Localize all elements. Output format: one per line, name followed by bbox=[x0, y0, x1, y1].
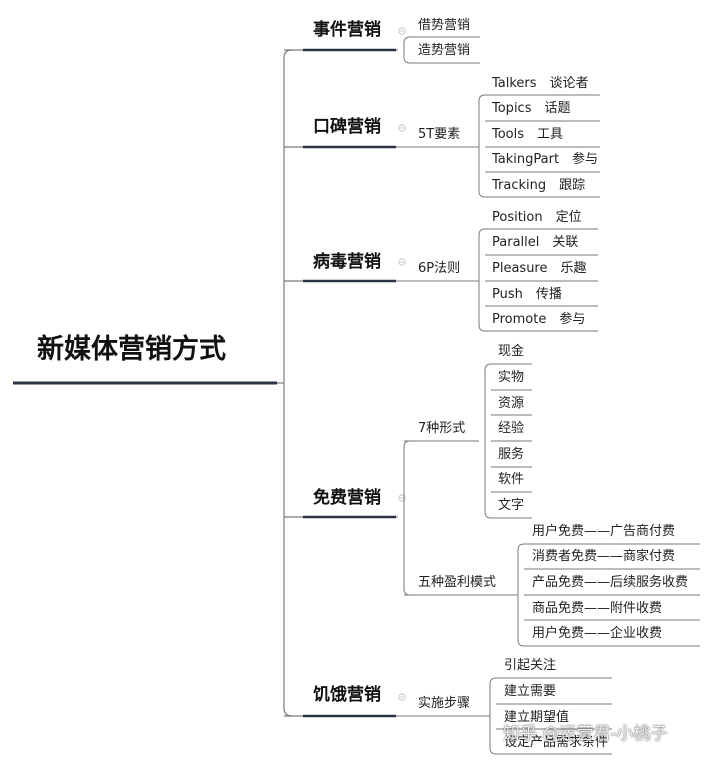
leaf-profit-1: 用户免费——广告商付费 bbox=[532, 524, 676, 539]
branch-title-hunger-marketing: 饥饿营销 bbox=[313, 685, 381, 705]
leaf-5t-1: Talkers 谈论者 bbox=[492, 76, 589, 91]
leaf-form-1: 现金 bbox=[498, 344, 525, 359]
leaf-step-1: 引起关注 bbox=[504, 658, 557, 673]
branch-title-event-marketing: 事件营销 bbox=[313, 20, 381, 40]
branch-title-free-marketing: 免费营销 bbox=[313, 488, 381, 508]
branch-title-viral-marketing: 病毒营销 bbox=[313, 252, 381, 272]
leaf-6p-5: Promote 参与 bbox=[492, 312, 586, 327]
5t-bracket-bottom bbox=[478, 190, 486, 198]
event-bracket-top bbox=[403, 36, 411, 44]
leaf-6p-2: Parallel 关联 bbox=[492, 235, 579, 250]
steps-bracket-bottom bbox=[489, 747, 497, 755]
leaf-5t-3: Tools 工具 bbox=[492, 127, 564, 142]
watermark: 知乎 @运营君-小桃子 bbox=[503, 724, 668, 744]
sub-label-5t: 5T要素 bbox=[418, 127, 461, 142]
free-bracket-bottom bbox=[403, 588, 411, 596]
leaf-form-5: 服务 bbox=[498, 447, 525, 462]
5t-bracket-top bbox=[478, 94, 486, 102]
trunk-top bbox=[283, 49, 293, 59]
sub-label-profit-models: 五种盈利模式 bbox=[418, 575, 497, 590]
leaf-6p-4: Push 传播 bbox=[492, 287, 562, 302]
leaf-form-2: 实物 bbox=[498, 370, 525, 385]
leaf-form-3: 资源 bbox=[498, 396, 525, 411]
leaf-6p-3: Pleasure 乐趣 bbox=[492, 261, 587, 276]
leaf-step-2: 建立需要 bbox=[504, 684, 557, 699]
6p-bracket-bottom bbox=[478, 324, 486, 332]
event-bracket-bottom bbox=[403, 56, 411, 64]
sub-label-7-forms: 7种形式 bbox=[418, 421, 466, 436]
forms-bracket-bottom bbox=[484, 511, 492, 519]
leaf-6p-1: Position 定位 bbox=[492, 210, 582, 225]
leaf-profit-5: 用户免费——企业收费 bbox=[532, 626, 663, 641]
leaf-form-4: 经验 bbox=[498, 421, 525, 436]
root-title: 新媒体营销方式 bbox=[37, 334, 226, 365]
leaf-event-2: 造势营销 bbox=[418, 43, 471, 58]
forms-bracket-top bbox=[484, 363, 492, 371]
free-bracket-top bbox=[403, 440, 411, 448]
leaf-profit-4: 商品免费——附件收费 bbox=[532, 601, 663, 616]
leaf-5t-2: Topics 话题 bbox=[492, 101, 571, 116]
6p-bracket-top bbox=[478, 228, 486, 236]
sub-label-steps: 实施步骤 bbox=[418, 696, 471, 711]
sub-label-6p: 6P法则 bbox=[418, 261, 461, 276]
leaf-form-6: 软件 bbox=[498, 472, 525, 487]
leaf-profit-2: 消费者免费——商家付费 bbox=[532, 549, 676, 564]
leaf-5t-5: Tracking 跟踪 bbox=[492, 178, 586, 193]
profit-bracket-bottom bbox=[517, 639, 525, 647]
leaf-step-3: 建立期望值 bbox=[504, 710, 570, 725]
leaf-event-1: 借势营销 bbox=[418, 18, 471, 33]
trunk-bottom bbox=[283, 707, 293, 717]
leaf-form-7: 文字 bbox=[498, 498, 525, 513]
leaf-step-4: 设定产品需求条件 bbox=[504, 735, 609, 750]
leaf-profit-3: 产品免费——后续服务收费 bbox=[532, 575, 689, 590]
branch-title-word-of-mouth: 口碑营销 bbox=[313, 117, 381, 137]
profit-bracket-top bbox=[517, 543, 525, 551]
leaf-5t-4: TakingPart 参与 bbox=[492, 152, 599, 167]
steps-bracket-top bbox=[489, 677, 497, 685]
